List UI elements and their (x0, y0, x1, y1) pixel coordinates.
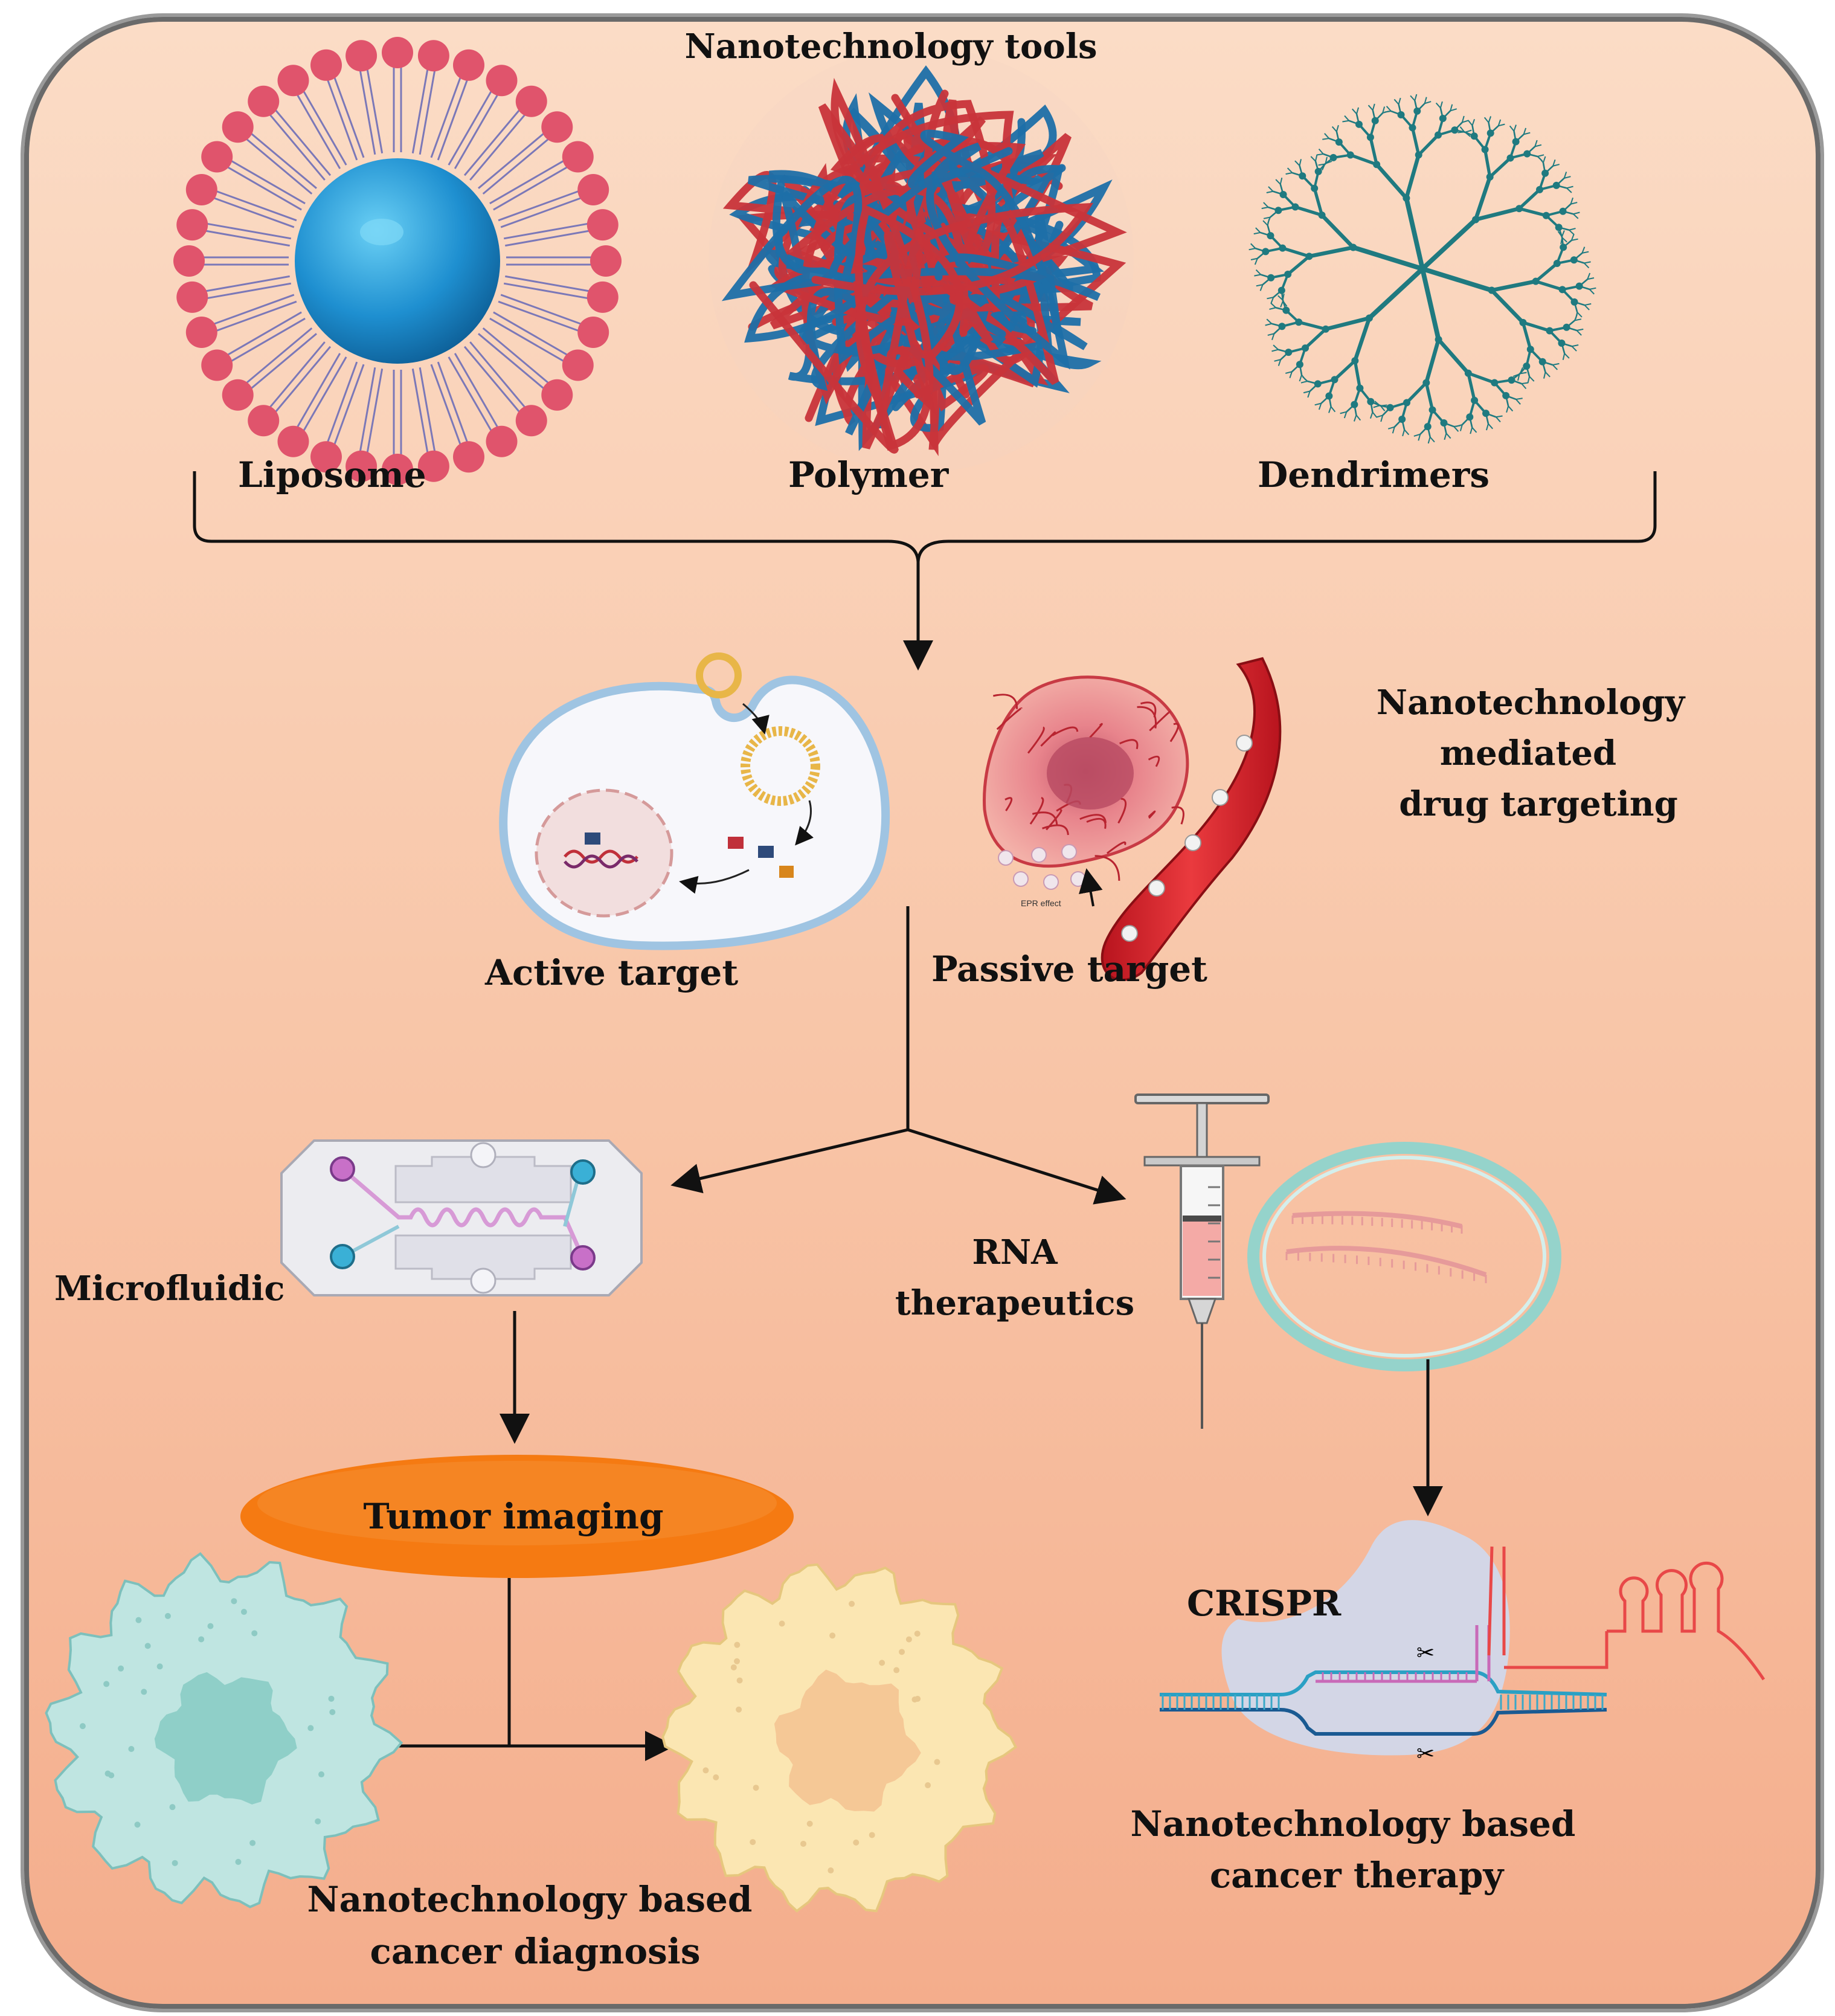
polymer-label: Polymer (788, 454, 949, 495)
microfluidic-chip-illustration (280, 1139, 643, 1296)
fork-arrow-rna (907, 1128, 1126, 1205)
rna-hairpins (1607, 1561, 1766, 1681)
targeting-heading-line3: drug targeting (1399, 784, 1678, 824)
polymer-strands (721, 65, 1127, 457)
dendrimer-illustration (1249, 94, 1596, 444)
release-arrow (795, 800, 814, 846)
cancer-cell-granules (702, 1600, 940, 1874)
tumor-imaging-oval-sheen (257, 1461, 777, 1545)
nucleus-arrow (679, 869, 750, 894)
normal-cell-nucleus (154, 1672, 297, 1805)
crispr-illustration: ✂ ✂ (1160, 1520, 1766, 1766)
syringe-flange (1143, 1156, 1261, 1167)
receptor-marker (585, 832, 600, 845)
fork-arrow-microfluidic (670, 1128, 908, 1194)
cas9-protein-blob (1221, 1520, 1510, 1756)
drug-marker-red (728, 837, 744, 849)
diagnosis-caption-line2: cancer diagnosis (370, 1931, 701, 1972)
drug-marker-orange (779, 866, 794, 878)
epr-arrow (1079, 868, 1103, 907)
syringe-plunger-top (1134, 1093, 1270, 1104)
chip-chamber-top (394, 1156, 572, 1203)
nanoparticle-ring-inner (1262, 1156, 1546, 1357)
incoming-vesicle (696, 652, 742, 698)
nanoparticle-ring (1247, 1142, 1561, 1371)
syringe-scale (1208, 1186, 1220, 1279)
crispr-dna-ladder (1160, 1670, 1607, 1736)
syringe-illustration (1134, 1093, 1561, 1429)
epr-effect-label: EPR effect (1021, 898, 1061, 908)
tracr-rna-tail (1504, 1631, 1608, 1669)
syringe-tip (1187, 1298, 1217, 1324)
active-target-label: Active target (485, 952, 739, 993)
liposome-lipid-tails (203, 66, 592, 456)
liposome-core (295, 158, 500, 364)
chip-port-top (470, 1142, 497, 1168)
passive-target-label: Passive target (931, 948, 1207, 990)
chip-outlet-purple (570, 1245, 596, 1270)
uptake-arrow (742, 703, 770, 735)
liposome-core-highlight (360, 219, 403, 245)
targeting-heading-line2: mediated (1439, 733, 1617, 773)
microfluidic-label: Microfluidic (54, 1269, 285, 1309)
tumor-imaging-oval (240, 1455, 794, 1578)
liposome-lipid-heads (173, 37, 622, 485)
tumor-imaging-label: Tumor imaging (363, 1496, 664, 1537)
therapy-caption-line1: Nanotechnology based (1130, 1803, 1576, 1844)
chip-inlet-blue (330, 1244, 355, 1269)
dendrimers-label: Dendrimers (1258, 454, 1490, 495)
liposome-label: Liposome (238, 454, 426, 495)
syringe-stopper (1183, 1216, 1221, 1222)
rna-therapeutics-line2: therapeutics (895, 1283, 1135, 1323)
active-target-illustration (499, 652, 890, 950)
targeting-heading-line1: Nanotechnology (1376, 683, 1685, 723)
liposome-illustration (173, 37, 622, 485)
chip-channel-pink (341, 1167, 585, 1259)
blood-vessel (1101, 657, 1282, 981)
dna-strand (564, 849, 638, 864)
epr-nanoparticles (998, 844, 1086, 890)
endosome-vesicle (741, 726, 820, 806)
tracr-rna-stem (1487, 1546, 1494, 1656)
crispr-label: CRISPR (1187, 1583, 1342, 1624)
cancer-cell-nucleus (774, 1669, 921, 1812)
polymer-illustration (709, 47, 1134, 472)
chip-outlet-blue (570, 1159, 596, 1185)
rna-therapeutics-line1: RNA (972, 1232, 1058, 1272)
vessel-nanoparticles (1121, 735, 1253, 942)
dna-strand-2 (564, 854, 638, 869)
tumor-vasculature (992, 694, 1184, 881)
syringe-fluid (1183, 1220, 1221, 1296)
diagram-title: Nanotechnology tools (684, 27, 1097, 66)
drug-marker-blue (758, 846, 774, 858)
chip-inlet-purple (330, 1156, 355, 1182)
therapy-caption-line2: cancer therapy (1209, 1855, 1504, 1896)
chip-port-bottom (470, 1267, 497, 1294)
scissors-icon-bottom: ✂ (1416, 1742, 1435, 1766)
normal-cell-granules (79, 1598, 336, 1866)
passive-target-illustration: EPR effect (983, 657, 1282, 981)
diagnosis-caption-line1: Nanotechnology based (307, 1879, 753, 1920)
chip-chamber-bottom (394, 1234, 572, 1280)
scissors-icon-top: ✂ (1416, 1641, 1435, 1666)
rna-strands (1285, 1211, 1487, 1283)
